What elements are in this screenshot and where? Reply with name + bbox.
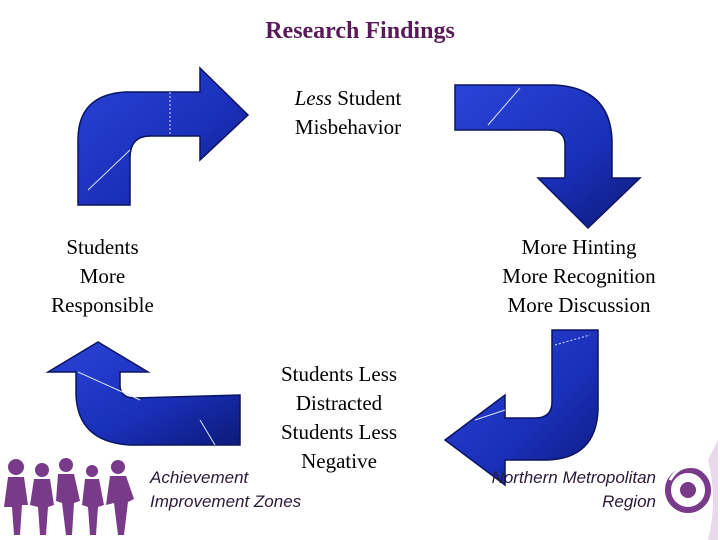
node-students-less-distracted: Students Less Distracted Students Less N… [254,360,424,476]
node-bottom-line: Students Less [254,418,424,447]
northern-metropolitan-label: Northern Metropolitan Region [456,466,656,514]
node-right-line: More Hinting [470,233,688,262]
arrow-top-left [78,68,248,205]
footer-right-line: Northern Metropolitan [456,466,656,490]
node-less-misbehavior: Less Student Misbehavior [258,84,438,142]
node-top-rest: Student [332,86,401,110]
node-right-line: More Discussion [470,291,688,320]
node-left-line: More [30,262,175,291]
node-right-line: More Recognition [470,262,688,291]
node-students-more-responsible: Students More Responsible [30,233,175,320]
node-bottom-line: Distracted [254,389,424,418]
footer-left-line: Improvement Zones [150,490,350,514]
footer-right-line: Region [456,490,656,514]
node-more-hinting: More Hinting More Recognition More Discu… [470,233,688,320]
arrow-bottom-right [445,330,598,485]
node-left-line: Responsible [30,291,175,320]
arrow-bottom-left [48,342,240,445]
node-top-italic: Less [295,86,332,110]
achievement-zones-label: Achievement Improvement Zones [150,466,350,514]
node-left-line: Students [30,233,175,262]
children-silhouette-logo [0,455,150,540]
node-bottom-line: Students Less [254,360,424,389]
footer-left-line: Achievement [150,466,350,490]
region-swirl-logo [660,440,720,540]
arrow-top-right [455,85,640,228]
node-top-line2: Misbehavior [258,113,438,142]
